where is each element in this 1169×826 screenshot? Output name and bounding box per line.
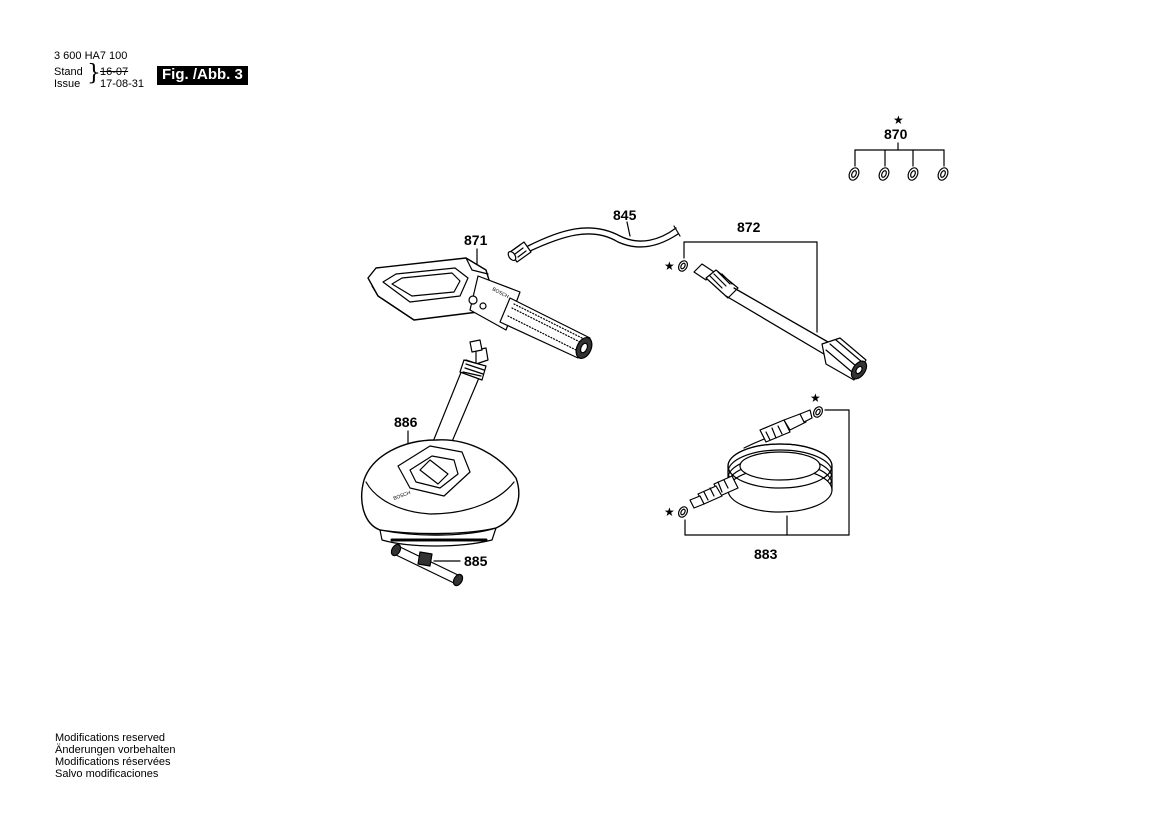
o-ring-icon [907,167,919,181]
figure-label: Fig. /Abb. 3 [157,66,248,85]
star-icon: ★ [664,259,675,273]
o-ring-icon [937,167,949,181]
svg-text:BOSCH: BOSCH [393,490,412,502]
part-label-886: 886 [394,414,418,430]
o-ring-icon [848,167,860,181]
part-label-845: 845 [613,207,637,223]
star-icon: ★ [810,391,821,405]
issue-date: 17-08-31 [100,78,145,90]
surface-cleaner-886: 886 BOSCH [361,339,520,547]
o-ring-icon [878,167,890,181]
o-ring-icon [812,406,824,418]
seal-set-870: ★ 870 [848,113,949,181]
part-label-885: 885 [464,553,488,569]
spray-bar-885: 885 [390,543,488,587]
footer-line-fr: Modifications réservées [55,756,171,768]
stand-label: Stand [54,66,83,78]
o-ring-icon [677,260,689,272]
star-icon: ★ [893,113,904,127]
footer-line-en: Modifications reserved [55,732,166,744]
issue-label: Issue [54,78,81,90]
o-ring-icon [677,506,689,518]
trigger-gun-871: 871 BOSCH [367,232,593,359]
footer-line-de: Änderungen vorbehalten [55,744,176,756]
spray-lance-872: 872 ★ [664,219,868,381]
part-label-883: 883 [754,546,778,562]
tube-845: 845 [507,207,681,263]
part-label-871: 871 [464,232,488,248]
brace-icon: } [87,61,101,86]
star-icon: ★ [664,505,675,519]
document-number: 3 600 HA7 100 [54,50,128,62]
footer-line-es: Salvo modificaciones [55,768,159,780]
part-label-870: 870 [884,126,908,142]
hose-883: 883 ★ ★ [664,391,850,562]
stand-date: 16-07 [100,66,129,78]
part-label-872: 872 [737,219,761,235]
